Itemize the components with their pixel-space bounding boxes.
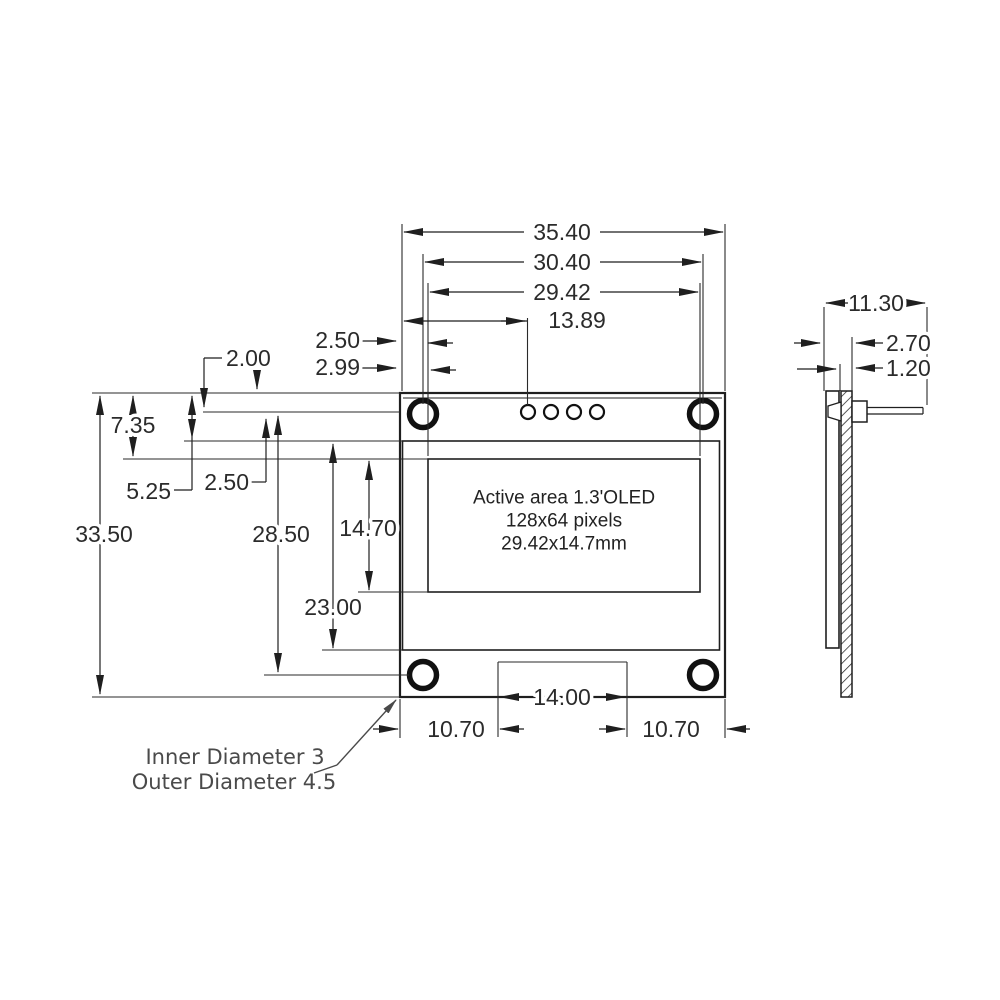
front-view: Active area 1.3'OLED 128x64 pixels 29.42…	[398, 391, 727, 737]
dim-glass-height: 23.00	[301, 443, 365, 649]
dim-label-left-edge-to-active-area: 2.99	[315, 354, 360, 380]
hole-diameter-note: Inner Diameter 3 Outer Diameter 4.5	[132, 699, 397, 794]
dim-label-total-depth: 11.30	[848, 290, 904, 316]
dim-label-top-edge-to-glass: 5.25	[126, 478, 171, 504]
pcb-board-outline	[398, 391, 727, 699]
dim-left-edge-to-hole-center: 2.50	[312, 324, 453, 357]
dim-left-edge-to-pin1: 13.89	[403, 304, 609, 337]
dim-label-hole-spacing-vertical: 28.50	[252, 521, 310, 547]
active-area-label-line2: 128x64 pixels	[506, 511, 622, 532]
dim-hole-spacing-vertical: 28.50	[249, 415, 313, 673]
mounting-hole-bottom-left	[406, 658, 440, 692]
note-leader-line	[336, 699, 397, 766]
dim-overall-height: 33.50	[72, 395, 136, 695]
dim-top-edge-to-active-area: 7.35	[107, 395, 159, 457]
note-leader-tail	[313, 764, 338, 774]
dim-bottom-left-margin: 10.70	[373, 713, 524, 746]
dim-hole-center-to-glass: 2.50	[201, 418, 270, 499]
dim-label-overall-width: 35.40	[533, 219, 591, 245]
dim-label-left-edge-to-pin1: 13.89	[548, 307, 606, 333]
oled-glass-outline	[401, 440, 721, 651]
dim-top-edge-to-glass: 5.25	[123, 395, 196, 508]
note-line1: Inner Diameter 3	[145, 745, 324, 769]
pin-hole-2	[542, 403, 560, 421]
dim-active-area-width: 29.42	[429, 276, 699, 309]
dim-pin-header-width: 14.00	[499, 681, 626, 714]
pin-hole-3	[565, 403, 583, 421]
dim-pcb-thickness: 1.20	[797, 352, 934, 385]
extension-lines	[92, 224, 726, 738]
dim-module-thickness: 2.70	[794, 327, 934, 360]
dim-label-overall-height: 33.50	[75, 521, 133, 547]
pin-header-footprint	[497, 661, 628, 737]
side-view: 11.30 2.70 1.20	[794, 287, 934, 698]
active-area-label-line1: Active area 1.3'OLED	[473, 488, 655, 509]
side-pcb-section-hatched	[840, 390, 853, 698]
side-pin-solder-tail	[827, 401, 842, 422]
side-pin-header-plastic	[851, 400, 868, 423]
dim-label-bottom-left-margin: 10.70	[427, 716, 485, 742]
active-area-label-line3: 29.42x14.7mm	[501, 534, 627, 555]
active-area-outline	[427, 458, 701, 593]
dim-label-left-edge-to-hole-center: 2.50	[315, 327, 360, 353]
note-line2: Outer Diameter 4.5	[132, 770, 336, 794]
dim-top-edge-to-pin-row: 2.00	[200, 342, 274, 408]
dim-label-glass-height: 23.00	[304, 594, 362, 620]
dim-label-top-edge-to-pin-row: 2.00	[226, 345, 271, 371]
dim-label-pcb-thickness: 1.20	[886, 355, 931, 381]
dim-label-active-area-height: 14.70	[339, 515, 397, 541]
dim-label-hole-center-to-glass: 2.50	[204, 469, 249, 495]
dim-label-top-edge-to-active-area: 7.35	[111, 412, 156, 438]
dim-label-active-area-width: 29.42	[533, 279, 591, 305]
dim-label-bottom-right-margin: 10.70	[642, 716, 700, 742]
side-extension-lines	[823, 307, 928, 405]
dim-hole-spacing-horizontal: 30.40	[424, 246, 702, 279]
dim-total-depth: 11.30	[825, 287, 926, 320]
side-pin	[867, 406, 924, 415]
dim-active-area-height: 14.70	[336, 460, 400, 591]
dim-bottom-right-margin: 10.70	[599, 713, 750, 746]
side-glass-profile	[825, 390, 840, 649]
active-area-label: Active area 1.3'OLED 128x64 pixels 29.42…	[473, 488, 655, 555]
dim-label-module-thickness: 2.70	[886, 330, 931, 356]
dim-left-edge-to-active-area: 2.99	[312, 351, 456, 384]
pin-hole-4	[588, 403, 606, 421]
dim-label-hole-spacing-horizontal: 30.40	[533, 249, 591, 275]
dim-overall-width: 35.40	[403, 216, 724, 249]
dim-label-pin-header-width: 14.00	[533, 684, 591, 710]
mounting-hole-bottom-right	[686, 658, 720, 692]
